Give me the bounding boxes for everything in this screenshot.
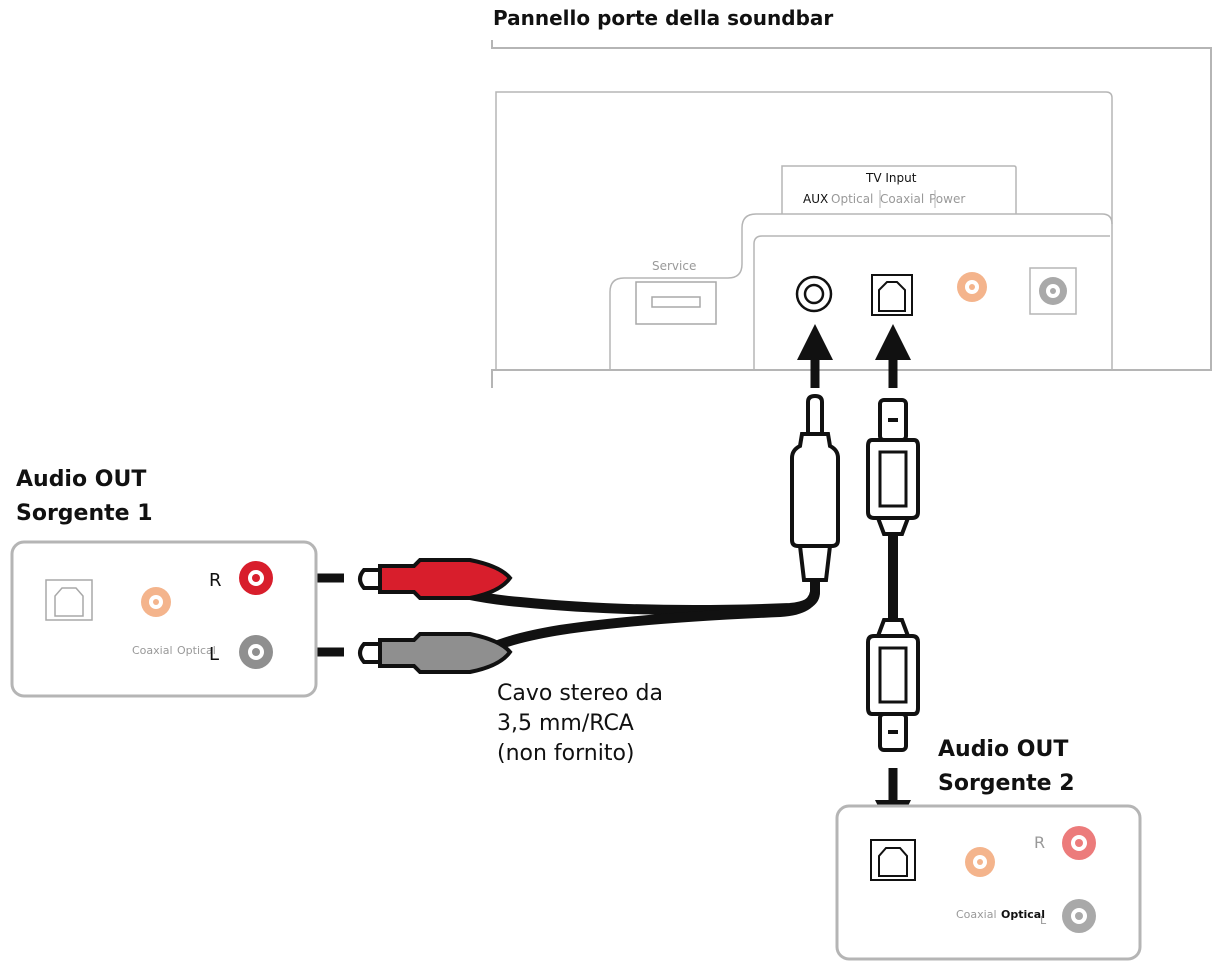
cable-to-gray-rca bbox=[419, 590, 820, 661]
cable-label-line1: Cavo stereo da bbox=[497, 681, 663, 706]
source1-label-coaxial: Coaxial bbox=[132, 644, 173, 657]
source2-coaxial-port-icon bbox=[965, 847, 995, 877]
port-label-optical: Optical bbox=[831, 192, 873, 206]
cable-label-line2: 3,5 mm/RCA bbox=[497, 711, 634, 736]
source2-label-r: R bbox=[1034, 833, 1045, 852]
optical-plug-top bbox=[866, 398, 920, 536]
soundbar-title: Pannello porte della soundbar bbox=[493, 6, 833, 30]
gray-rca-plug bbox=[358, 632, 513, 674]
soundbar-panel bbox=[491, 40, 1212, 388]
source1-optical-port-icon bbox=[45, 579, 93, 621]
source1-title-line2: Sorgente 1 bbox=[16, 501, 153, 526]
source2-title-line2: Sorgente 2 bbox=[938, 771, 1075, 796]
port-label-power: Power bbox=[929, 192, 965, 206]
source2-rca-l-port-icon bbox=[1062, 899, 1096, 933]
source1-coaxial-port-icon bbox=[141, 587, 171, 617]
source1-label-r: R bbox=[209, 570, 222, 591]
optical-port-icon bbox=[871, 274, 913, 316]
coaxial-port-icon bbox=[957, 272, 987, 302]
aux-jack-icon bbox=[795, 275, 833, 313]
source1-title-line1: Audio OUT bbox=[16, 467, 146, 492]
service-label: Service bbox=[652, 259, 696, 273]
aux-3-5mm-plug bbox=[790, 393, 840, 582]
usb-service-port-icon bbox=[635, 281, 717, 325]
source2-title-line1: Audio OUT bbox=[938, 737, 1068, 762]
source2-rca-r-port-icon bbox=[1062, 826, 1096, 860]
optical-plug-bottom bbox=[866, 618, 920, 752]
source1-label-l: L bbox=[209, 644, 219, 665]
source1-label-optical: Optical bbox=[177, 644, 216, 657]
power-port-icon bbox=[1029, 267, 1077, 315]
source2-label-l: L bbox=[1040, 914, 1047, 927]
source1-panel bbox=[10, 540, 318, 698]
tv-input-label: TV Input bbox=[865, 171, 917, 185]
source2-optical-port-icon bbox=[870, 839, 916, 881]
source1-rca-l-port-icon bbox=[239, 635, 273, 669]
cable-label-line3: (non fornito) bbox=[497, 741, 635, 766]
red-rca-plug bbox=[358, 558, 513, 600]
port-label-coaxial: Coaxial bbox=[880, 192, 924, 206]
source1-rca-r-port-icon bbox=[239, 561, 273, 595]
port-label-aux: AUX bbox=[803, 192, 828, 206]
source2-panel bbox=[835, 804, 1142, 961]
source2-label-coaxial: Coaxial bbox=[956, 908, 997, 921]
source2-label-optical: Optical bbox=[1001, 908, 1045, 921]
